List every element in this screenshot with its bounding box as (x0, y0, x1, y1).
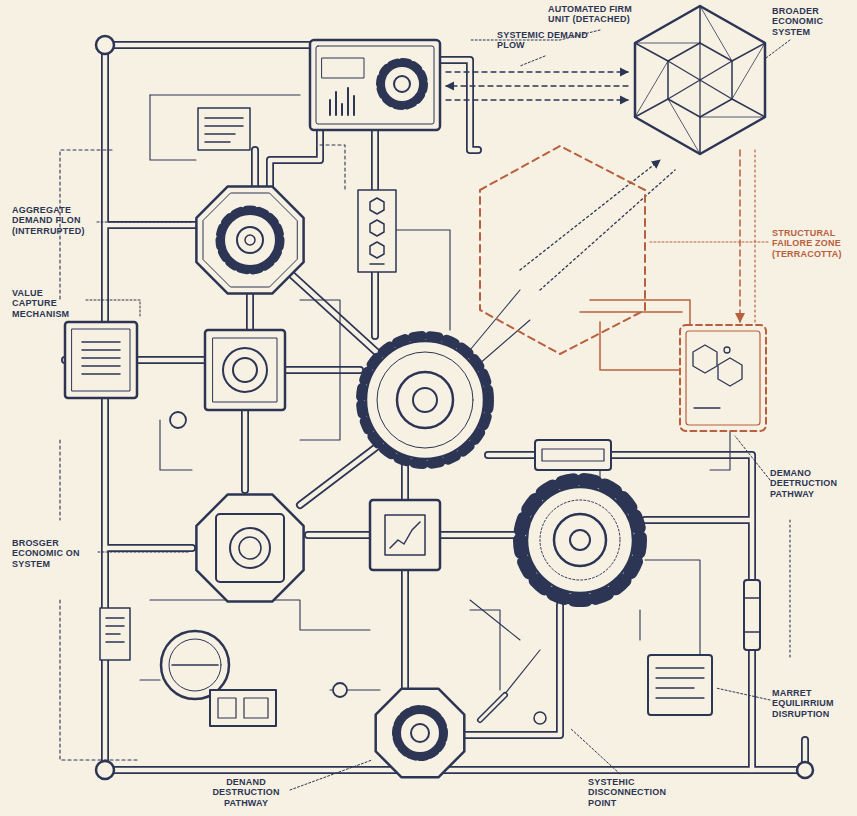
callout-label: AUTOMATED FIRM UNIT (DETACHED) (548, 4, 650, 25)
graph-box (370, 500, 440, 570)
callout-label: DEMANO DEETRUCTION PATHWAY (770, 468, 850, 499)
thin-wires (60, 95, 790, 760)
callout-label: BROSGER ECONOMIC ON SYSTEM (12, 538, 97, 569)
failure-leader (650, 242, 768, 243)
octagon-square-unit (196, 494, 303, 601)
callout-label: SYSTEMIC DEMAND PLOW (497, 30, 597, 51)
callout-label: AGGREGATE DEMAND FLON (INTERRUPTED) (12, 205, 97, 236)
central-gear (361, 336, 489, 464)
isometric-cube (635, 6, 765, 154)
hexagon-panel (358, 190, 396, 272)
octagon-gear-unit (196, 186, 303, 293)
callout-label: BROADER ECONOMIC SYSTEM (772, 6, 848, 37)
callout-label: MARRET EQUILIRRIUM DISRUPTION (772, 688, 852, 719)
callout-label: DENAND DESTRUCTION PATHWAY (200, 777, 292, 808)
gauge-bar (535, 440, 611, 470)
octagon-gear-bottom (376, 689, 465, 778)
callout-label: STRUCTURAL FAILORE ZONE (TERRACOTTA) (772, 228, 852, 259)
leader-lines (86, 30, 790, 790)
large-gear (520, 480, 640, 600)
value-capture-box (65, 322, 137, 398)
pipe-network (65, 45, 805, 770)
circular-valve-box (170, 330, 285, 428)
top-control-box (310, 40, 440, 130)
callout-label: SYSTEHIC DISCONNECTION POINT (588, 777, 684, 808)
failure-zone (480, 146, 766, 431)
callout-label: VALUE CAPTURE MECHANISM (12, 288, 88, 319)
